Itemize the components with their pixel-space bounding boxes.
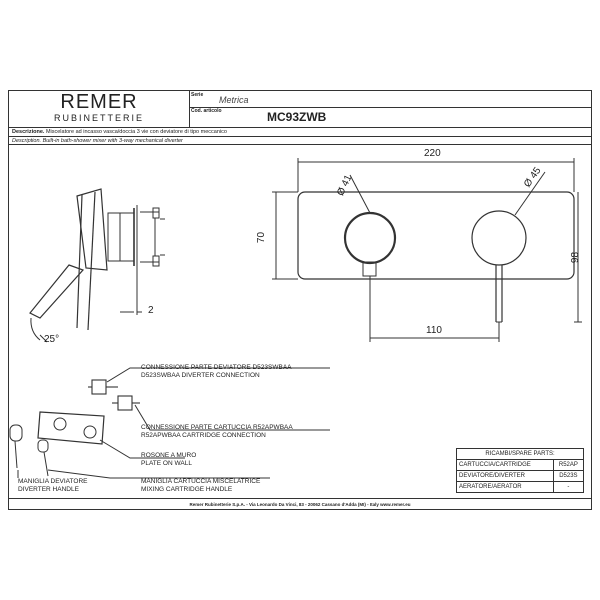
description-en: Description. Built-in bath-shower mixer …: [9, 136, 591, 145]
description-en-text: Built-in bath-shower mixer with 3-way me…: [42, 138, 183, 144]
annotation-diverter-handle: MANIGLIA DEVIATORE DIVERTER HANDLE: [18, 478, 87, 494]
spare-part-code: R52AP: [552, 459, 585, 471]
code-value: MC93ZWB: [267, 110, 327, 124]
drawing-sheet: REMER RUBINETTERIE Serie Metrica Cod. ar…: [8, 90, 592, 510]
spare-part-code: D523S: [552, 470, 585, 482]
spare-part-name: DEVIATORE/DIVERTER: [456, 470, 554, 482]
table-row: CARTUCCIA/CARTRIDGE R52AP: [456, 459, 585, 471]
annotation-diverter-connection: CONNESSIONE PARTE DEVIATORE D523SWBAA D5…: [141, 364, 292, 380]
annotation-diverter-connection-en: D523SWBAA DIVERTER CONNECTION: [141, 372, 260, 379]
footer: Remer Rubinetterie S.p.A. - Via Leonardo…: [9, 498, 591, 511]
spare-part-name: CARTUCCIA/CARTRIDGE: [456, 459, 554, 471]
logo-block: REMER RUBINETTERIE: [9, 91, 190, 127]
dim-width-total: 220: [424, 148, 441, 159]
dim-center-distance: 110: [426, 325, 442, 336]
annotation-diverter-connection-it: CONNESSIONE PARTE DEVIATORE D523SWBAA: [141, 364, 292, 371]
annotation-plate-en: PLATE ON WALL: [141, 460, 192, 467]
spare-part-name: AERATORE/AERATOR: [456, 481, 554, 493]
table-row: DEVIATORE/DIVERTER D523S: [456, 470, 585, 482]
annotation-mixing-handle-en: MIXING CARTRIDGE HANDLE: [141, 486, 233, 493]
dim-height-plate: 70: [256, 231, 268, 244]
annotation-mixing-handle-it: MANIGLIA CARTUCCIA MISCELATRICE: [141, 478, 261, 485]
annotation-plate: ROSONE A MURO PLATE ON WALL: [141, 452, 196, 468]
spare-part-code: -: [552, 481, 585, 493]
exploded-view: [9, 367, 330, 479]
logo-sub: RUBINETTERIE: [53, 113, 144, 123]
annotation-diverter-handle-it: MANIGLIA DEVIATORE: [18, 478, 88, 485]
annotation-plate-it: ROSONE A MURO: [141, 452, 197, 459]
series-row: Serie Metrica: [189, 91, 591, 108]
series-label: Serie: [191, 92, 204, 98]
annotation-diverter-handle-en: DIVERTER HANDLE: [18, 486, 79, 493]
description-it: Descrizione. Miscelatore ad incasso vasc…: [9, 127, 591, 136]
table-row: AERATORE/AERATOR -: [456, 481, 585, 493]
annotation-cartridge-connection: CONNESSIONE PARTE CARTUCCIA R52APWBAA R5…: [141, 424, 293, 440]
side-view: [29, 188, 165, 343]
annotation-cartridge-connection-it: CONNESSIONE PARTE CARTUCCIA R52APWBAA: [141, 424, 293, 431]
dim-angle: 25°: [44, 334, 60, 345]
description-it-text: Miscelatore ad incasso vasca/doccia 3 vi…: [45, 129, 227, 135]
dim-side-depth: 2: [148, 305, 154, 316]
code-label: Cod. articolo: [191, 108, 222, 114]
annotation-mixing-handle: MANIGLIA CARTUCCIA MISCELATRICE MIXING C…: [141, 478, 260, 494]
series-value: Metrica: [219, 95, 249, 105]
description-en-label: Description.: [12, 138, 42, 144]
spare-parts-table: RICAMBI/SPARE PARTS: CARTUCCIA/CARTRIDGE…: [456, 448, 585, 493]
spare-parts-title: RICAMBI/SPARE PARTS:: [456, 448, 584, 460]
code-row: Cod. articolo MC93ZWB: [189, 107, 591, 127]
front-view: [272, 158, 582, 342]
annotation-cartridge-connection-en: R52APWBAA CARTRIDGE CONNECTION: [141, 432, 266, 439]
dim-height-total: 98: [570, 251, 582, 264]
logo-main: REMER: [60, 91, 138, 113]
description-it-label: Descrizione.: [12, 129, 45, 135]
